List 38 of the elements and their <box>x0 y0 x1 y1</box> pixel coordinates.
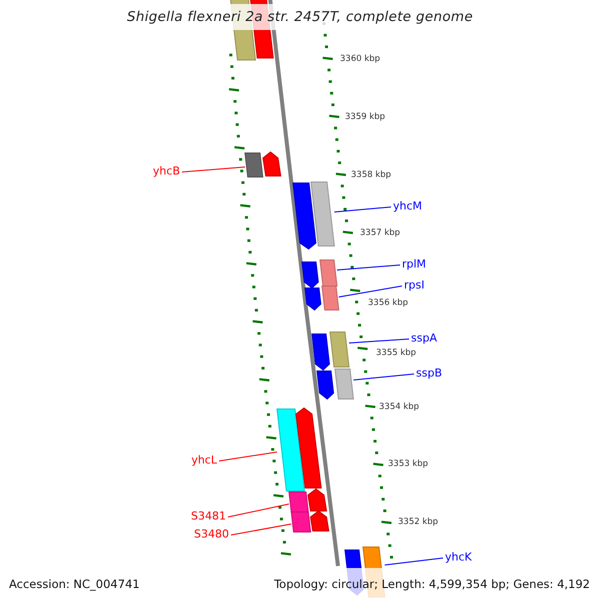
gene-block <box>316 368 354 400</box>
gene-label: yhcL <box>191 454 217 466</box>
scale-label: 3358 kbp <box>351 170 392 180</box>
leader-line <box>182 166 246 172</box>
gene-block <box>244 151 282 178</box>
gene-label: rpsI <box>404 278 424 292</box>
leader-line <box>230 524 292 536</box>
gene-block <box>290 510 330 532</box>
gene-label: S3480 <box>194 528 229 540</box>
leader-line <box>228 504 290 518</box>
gene-label: rplM <box>402 258 426 270</box>
scale-label: 3357 kbp <box>360 228 400 238</box>
leader-line <box>336 264 400 270</box>
gene-block <box>288 488 328 512</box>
scale-label: 3360 kbp <box>340 54 380 64</box>
gene-label: S3481 <box>191 510 226 522</box>
gene-label: yhcM <box>393 200 422 212</box>
gene-label: sspA <box>411 332 437 344</box>
gene-block <box>301 260 338 289</box>
scale-label: 3352 kbp <box>398 517 438 527</box>
leader-line <box>218 452 278 462</box>
gene-label: yhcB <box>152 164 180 178</box>
leader-line <box>384 558 444 566</box>
gene-block <box>276 407 322 492</box>
scale-label: 3356 kbp <box>368 298 408 308</box>
gene-block <box>311 332 350 371</box>
leader-line <box>352 374 414 380</box>
leader-line <box>348 338 410 344</box>
gene-label: yhcK <box>445 550 472 564</box>
scale-label: 3354 kbp <box>379 402 420 412</box>
scale-label: 3355 kbp <box>376 348 416 358</box>
scale-label: 3353 kbp <box>388 459 428 469</box>
gene-block <box>304 286 340 311</box>
scale-label: 3359 kbp <box>345 112 386 122</box>
leader-line <box>338 286 402 298</box>
gene-block <box>292 182 335 250</box>
leader-line <box>334 206 392 212</box>
gene-label: sspB <box>416 366 442 380</box>
